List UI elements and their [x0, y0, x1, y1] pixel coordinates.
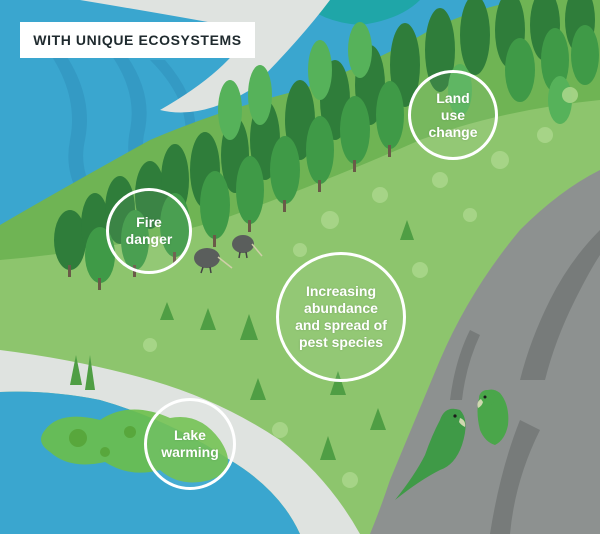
land-use-change-circle: Land use change — [408, 70, 498, 160]
pest-species-circle: Increasing abundance and spread of pest … — [276, 252, 406, 382]
title-text: WITH UNIQUE ECOSYSTEMS — [33, 32, 242, 48]
algae-spot — [124, 426, 136, 438]
kiwi-bird — [194, 248, 220, 268]
fire-danger-label: Fire danger — [125, 214, 173, 247]
fire-danger-circle: Fire danger — [106, 188, 192, 274]
ferns — [70, 220, 414, 460]
upper-shore — [80, 0, 330, 113]
lake-warming-label: Lake warming — [161, 427, 219, 460]
forest — [54, 0, 599, 290]
upper-lagoon — [300, 0, 420, 25]
parrot-left — [395, 408, 466, 500]
rock-cliff — [370, 170, 600, 534]
rock-crevice — [450, 330, 480, 400]
pest-species-label: Increasing abundance and spread of pest … — [295, 283, 387, 350]
page-title: WITH UNIQUE ECOSYSTEMS — [20, 22, 255, 58]
lower-shore — [0, 350, 360, 534]
kiwi-bird — [232, 235, 254, 253]
pale-ferns — [143, 87, 578, 488]
rock-crevice — [520, 230, 600, 380]
algae-spot — [69, 429, 87, 447]
parrots — [395, 389, 509, 500]
lake-warming-circle: Lake warming — [144, 398, 236, 490]
land-use-change-label: Land use change — [428, 89, 478, 140]
rock-crevice — [490, 420, 540, 534]
kiwi-birds — [194, 235, 263, 274]
algae-spot — [100, 447, 110, 457]
